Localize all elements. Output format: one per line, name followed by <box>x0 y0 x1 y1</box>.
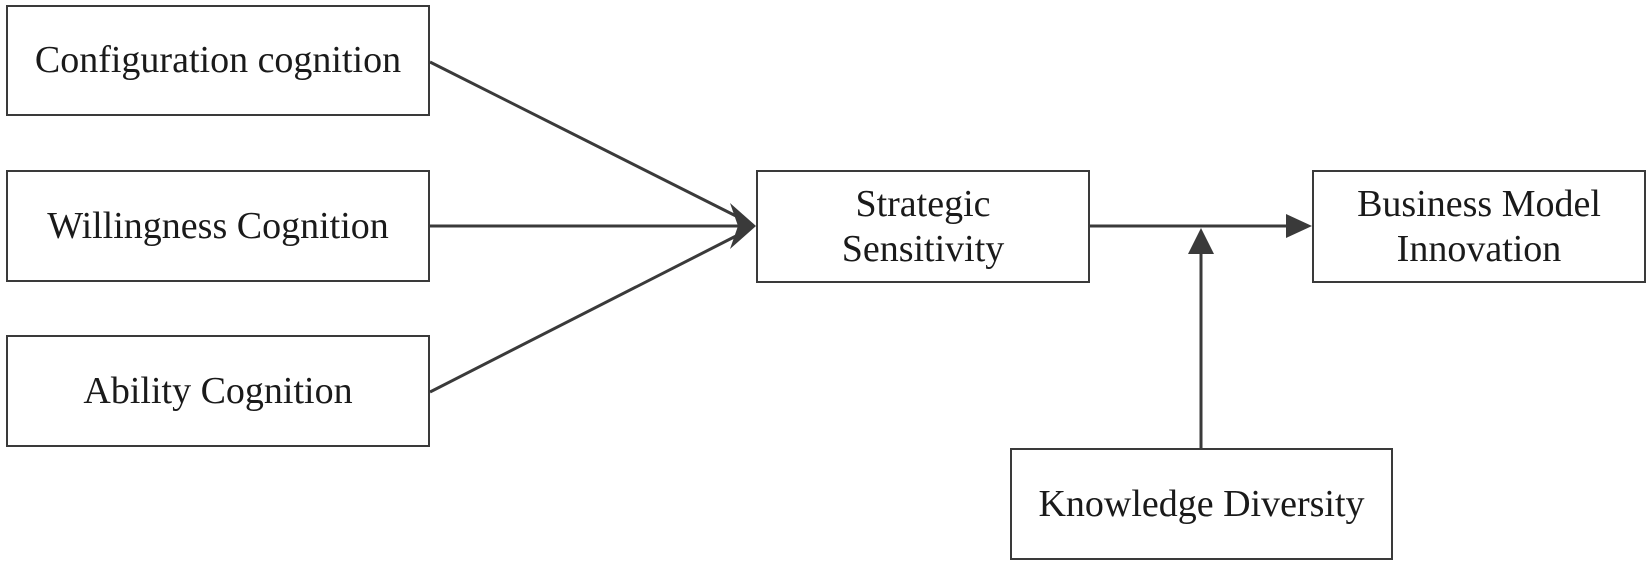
edge-configuration-to-strategic <box>429 60 739 219</box>
knowledge-diversity-box: Knowledge Diversity <box>1010 448 1393 560</box>
arrowhead-into-strategic <box>730 203 756 249</box>
strategic-sensitivity-label: Strategic Sensitivity <box>842 182 1005 272</box>
ability-cognition-label: Ability Cognition <box>83 369 353 412</box>
arrowhead-into-business <box>1286 214 1312 238</box>
willingness-cognition-label: Willingness Cognition <box>47 204 389 247</box>
business-model-innovation-label: Business Model Innovation <box>1357 182 1601 272</box>
ability-cognition-box: Ability Cognition <box>6 335 430 447</box>
strategic-sensitivity-line2: Sensitivity <box>841 227 1005 270</box>
strategic-sensitivity-box: Strategic Sensitivity <box>756 170 1090 283</box>
strategic-sensitivity-line1: Strategic <box>855 182 991 225</box>
knowledge-diversity-label: Knowledge Diversity <box>1038 482 1365 525</box>
configuration-cognition-label: Configuration cognition <box>34 39 402 81</box>
arrowhead-moderation <box>1188 228 1214 254</box>
willingness-cognition-box: Willingness Cognition <box>6 170 430 282</box>
edge-ability-to-strategic <box>429 233 739 394</box>
configuration-cognition-box: Configuration cognition <box>6 5 430 116</box>
business-model-innovation-line2: Innovation <box>1396 227 1562 270</box>
business-model-innovation-line1: Business Model <box>1357 182 1601 225</box>
business-model-innovation-box: Business Model Innovation <box>1312 170 1646 283</box>
